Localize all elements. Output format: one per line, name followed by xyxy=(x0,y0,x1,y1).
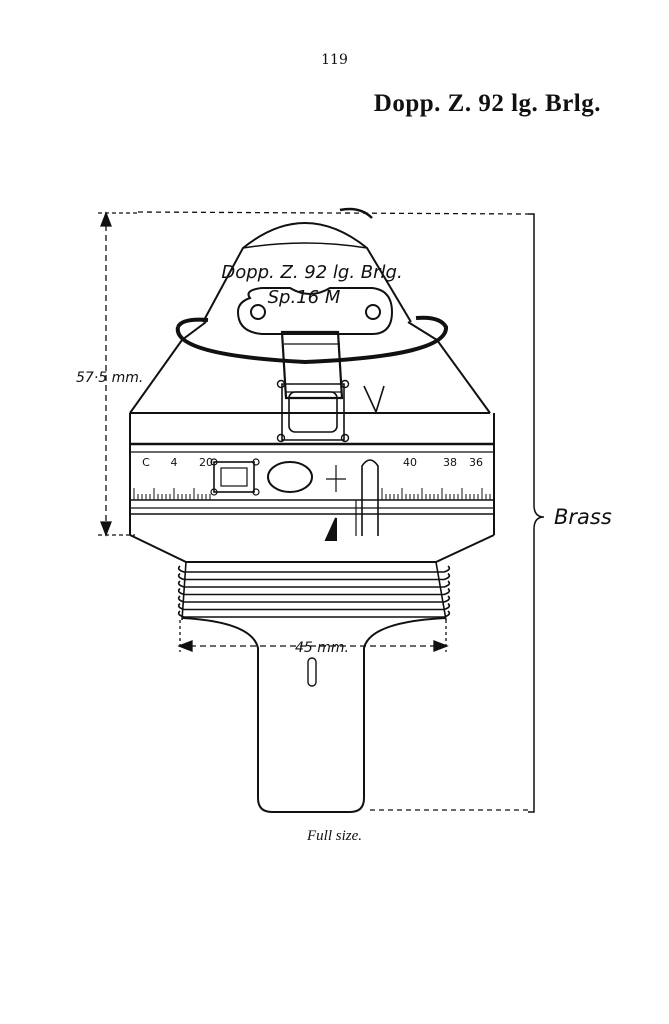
thread-turn xyxy=(177,572,451,581)
thread-edge xyxy=(181,561,187,621)
cap-inscription-line2: Sp.16 M xyxy=(268,287,341,308)
material-label: Brass xyxy=(554,505,612,529)
page-heading: Dopp. Z. 92 lg. Brlg. xyxy=(373,90,601,117)
height-dimension xyxy=(98,211,140,537)
page-number: 119 xyxy=(321,52,348,68)
scale-label-38: 38 xyxy=(443,456,457,469)
fuze-stem xyxy=(182,617,446,813)
width-dimension xyxy=(177,620,449,652)
thread-turn xyxy=(177,587,451,596)
scale-label-36: 36 xyxy=(469,456,483,469)
brass-extent-lines xyxy=(137,211,545,813)
scale-label-c: C xyxy=(142,456,150,469)
thread-turn xyxy=(177,595,451,603)
height-dimension-label: 57·5 mm. xyxy=(76,370,143,386)
scale-label-40: 40 xyxy=(403,456,417,469)
thread-turn xyxy=(177,610,451,618)
transport-ring xyxy=(175,315,448,365)
upper-band xyxy=(129,379,495,535)
cap-inscription-line1: Dopp. Z. 92 lg. Brlg. xyxy=(221,262,402,283)
width-dimension-label: 45 mm. xyxy=(295,640,349,656)
scale-label-4: 4 xyxy=(171,456,178,469)
time-scale-ring xyxy=(130,458,494,541)
thread-turn xyxy=(177,580,451,588)
thread-edge xyxy=(435,561,447,621)
thread-turn xyxy=(177,565,451,573)
scale-label-20: 20 xyxy=(199,456,213,469)
lower-body xyxy=(129,534,495,563)
figure-caption: Full size. xyxy=(307,828,362,844)
fuze-cap xyxy=(129,207,491,414)
screw-thread xyxy=(177,561,451,621)
thread-turn xyxy=(177,602,451,611)
